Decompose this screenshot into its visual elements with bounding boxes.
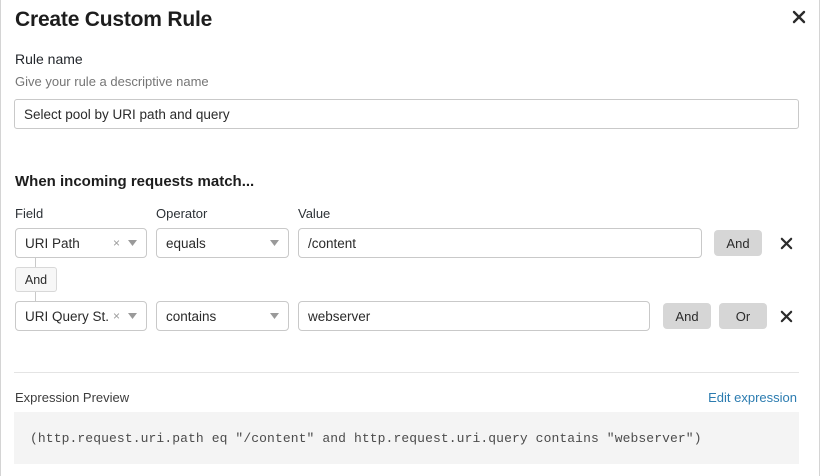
- column-header-value: Value: [298, 206, 331, 221]
- clear-icon[interactable]: ×: [112, 309, 120, 323]
- field-select-value-0: URI Path: [25, 235, 80, 251]
- operator-select-value-1: contains: [166, 308, 217, 324]
- divider: [14, 372, 799, 373]
- connector-and-button[interactable]: And: [15, 267, 57, 292]
- chevron-down-icon[interactable]: [128, 313, 137, 319]
- clear-icon[interactable]: ×: [112, 236, 120, 250]
- remove-condition-icon-1[interactable]: [773, 301, 799, 331]
- chevron-down-icon[interactable]: [128, 240, 137, 246]
- edit-expression-link[interactable]: Edit expression: [708, 390, 797, 405]
- column-header-operator: Operator: [156, 206, 208, 221]
- field-select-1[interactable]: URI Query St... ×: [15, 301, 147, 331]
- expression-preview-text: (http.request.uri.path eq "/content" and…: [30, 430, 702, 446]
- page-title: Create Custom Rule: [15, 8, 213, 31]
- rule-name-label: Rule name: [15, 51, 83, 67]
- column-header-field: Field: [15, 206, 44, 221]
- chevron-down-icon[interactable]: [270, 240, 279, 246]
- value-input-1[interactable]: [298, 301, 650, 331]
- close-icon[interactable]: [788, 6, 810, 28]
- operator-select-0[interactable]: equals: [156, 228, 289, 258]
- rule-name-hint: Give your rule a descriptive name: [15, 74, 209, 89]
- conditions-heading: When incoming requests match...: [15, 173, 255, 190]
- expression-preview-box: (http.request.uri.path eq "/content" and…: [14, 412, 799, 464]
- operator-select-value-0: equals: [166, 235, 206, 251]
- remove-condition-icon-0[interactable]: [773, 228, 799, 258]
- connector-line-bottom: [35, 292, 36, 302]
- or-button-1[interactable]: Or: [719, 303, 767, 329]
- and-button-0[interactable]: And: [714, 230, 762, 256]
- operator-select-1[interactable]: contains: [156, 301, 289, 331]
- chevron-down-icon[interactable]: [270, 313, 279, 319]
- field-select-0[interactable]: URI Path ×: [15, 228, 147, 258]
- field-select-value-1: URI Query St...: [25, 308, 109, 324]
- rule-name-input[interactable]: [14, 99, 799, 129]
- value-input-0[interactable]: [298, 228, 702, 258]
- expression-preview-label: Expression Preview: [15, 390, 130, 405]
- and-button-1[interactable]: And: [663, 303, 711, 329]
- connector-line-top: [35, 258, 36, 268]
